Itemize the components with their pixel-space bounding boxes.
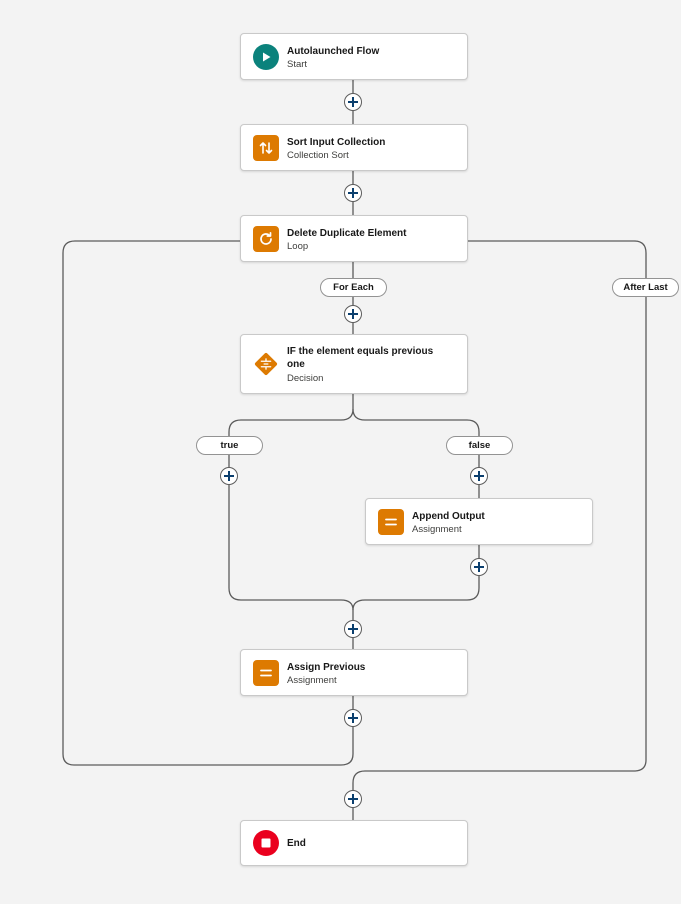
play-icon [253, 44, 279, 70]
flow-node-start[interactable]: Autolaunched Flow Start [240, 33, 468, 80]
add-element-button[interactable] [344, 620, 362, 638]
connector-decision-true [228, 394, 354, 649]
flow-node-append-output[interactable]: Append Output Assignment [365, 498, 593, 545]
label-true-branch: true [196, 436, 263, 455]
node-title: IF the element equals previous one [287, 346, 434, 370]
stop-icon [253, 830, 279, 856]
add-element-button[interactable] [470, 467, 488, 485]
node-subtitle: Collection Sort [287, 150, 349, 161]
add-element-button[interactable] [344, 93, 362, 111]
label-after-last: After Last [612, 278, 679, 297]
node-subtitle: Loop [287, 241, 309, 252]
node-title: Autolaunched Flow [287, 46, 380, 57]
connector-after-last [352, 240, 647, 820]
label-false-branch: false [446, 436, 513, 455]
loop-icon [253, 226, 279, 252]
decision-icon [253, 351, 279, 377]
add-element-button[interactable] [470, 558, 488, 576]
flow-node-end[interactable]: End [240, 820, 468, 866]
flow-node-assign-previous[interactable]: Assign Previous Assignment [240, 649, 468, 696]
label-for-each: For Each [320, 278, 387, 297]
connector-decision-false [352, 408, 480, 498]
connector-loop-back [62, 240, 354, 766]
add-element-button[interactable] [344, 790, 362, 808]
node-title: Assign Previous [287, 662, 366, 673]
sort-arrows-icon [253, 135, 279, 161]
add-element-button[interactable] [344, 184, 362, 202]
node-title: Sort Input Collection [287, 137, 386, 148]
flow-node-decision[interactable]: IF the element equals previous one Decis… [240, 334, 468, 394]
equals-icon [378, 509, 404, 535]
node-title: End [287, 838, 306, 849]
flow-node-loop[interactable]: Delete Duplicate Element Loop [240, 215, 468, 262]
add-element-button[interactable] [220, 467, 238, 485]
equals-icon [253, 660, 279, 686]
add-element-button[interactable] [344, 305, 362, 323]
node-subtitle: Start [287, 59, 308, 70]
add-element-button[interactable] [344, 709, 362, 727]
node-subtitle: Assignment [412, 524, 462, 535]
connector-append-merge [352, 545, 480, 611]
node-title: Delete Duplicate Element [287, 228, 407, 239]
node-subtitle: Assignment [287, 675, 337, 686]
flow-node-sort-input-collection[interactable]: Sort Input Collection Collection Sort [240, 124, 468, 171]
node-subtitle: Decision [287, 373, 324, 384]
node-title: Append Output [412, 511, 485, 522]
